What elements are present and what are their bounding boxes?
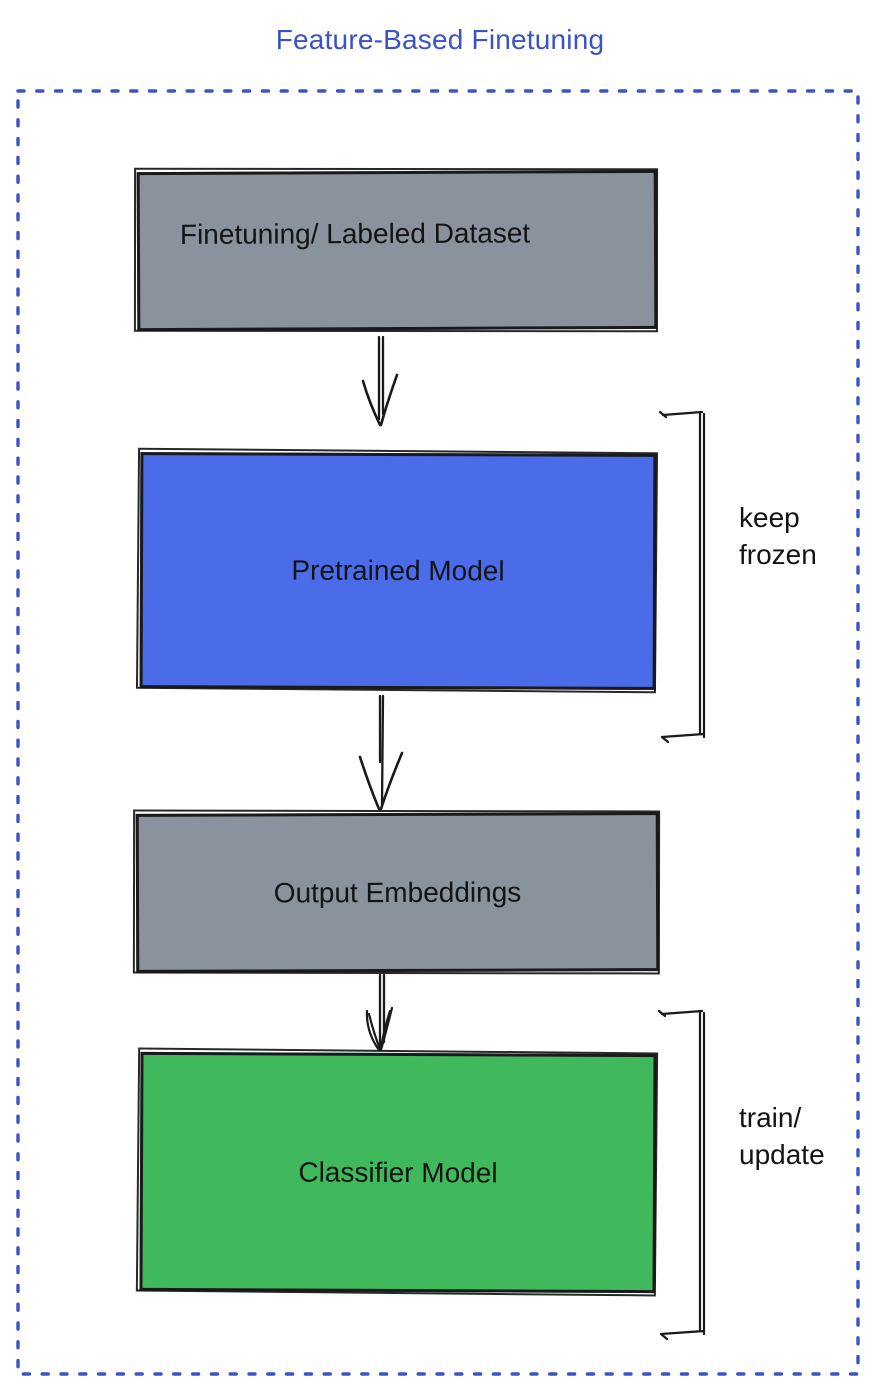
arrow-dataset-to-pretrained — [361, 335, 399, 427]
arrow-head-icon — [365, 1006, 394, 1052]
annotation-keep-frozen-line2: frozen — [739, 539, 817, 570]
diagram-title: Feature-Based Finetuning — [275, 24, 605, 55]
box-classifier-model-label: Classifier Model — [298, 1156, 498, 1188]
arrow-shaft — [377, 335, 385, 421]
bracket-train-update — [657, 1009, 706, 1341]
box-output-embeddings-label: Output Embeddings — [273, 876, 522, 908]
annotation-train-update: train/ update — [739, 1099, 825, 1173]
annotation-train-update-line2: update — [739, 1139, 825, 1170]
annotation-train-update-line1: train/ — [739, 1102, 802, 1133]
arrow-embeddings-to-classifier — [365, 973, 394, 1052]
box-finetuning-dataset: Finetuning/ Labeled Dataset — [136, 169, 658, 332]
dashed-container-border — [16, 89, 860, 1376]
arrow-head-icon — [358, 751, 404, 811]
arrow-shaft — [378, 694, 385, 808]
arrow-head-icon — [361, 373, 399, 427]
bracket-keep-frozen — [658, 410, 706, 744]
box-pretrained-model: Pretrained Model — [139, 452, 657, 690]
box-pretrained-model-label: Pretrained Model — [291, 554, 505, 587]
box-finetuning-dataset-label: Finetuning/ Labeled Dataset — [179, 217, 531, 250]
arrow-pretrained-to-embeddings — [358, 694, 404, 811]
annotation-keep-frozen-line1: keep — [739, 502, 800, 533]
annotation-keep-frozen: keep frozen — [739, 499, 817, 573]
box-classifier-model: Classifier Model — [139, 1051, 657, 1294]
box-output-embeddings: Output Embeddings — [135, 812, 660, 973]
